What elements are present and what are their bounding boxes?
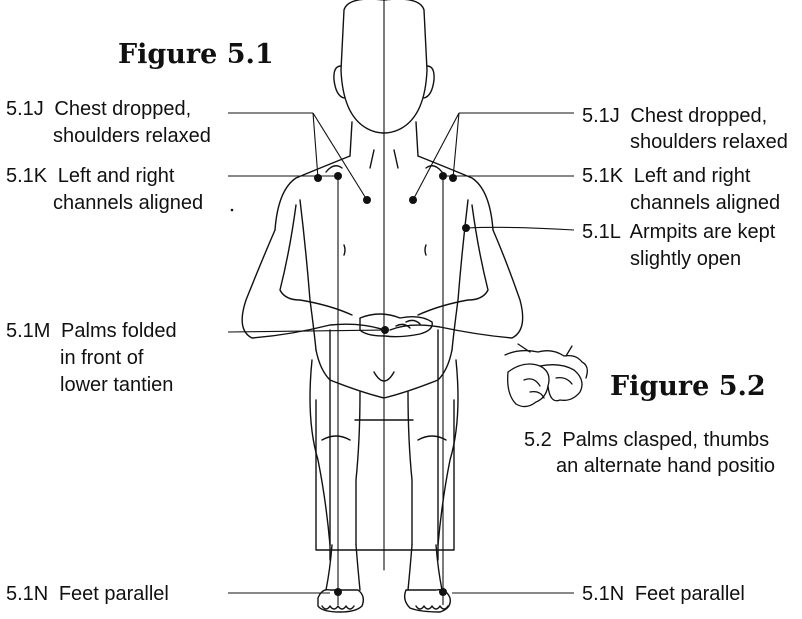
callout-5-1n-right: 5.1N Feet parallel (582, 583, 745, 605)
callout-code: 5.1K (6, 165, 48, 187)
callout-5-1j-left: 5.1J Chest dropped, shoulders relaxed (6, 98, 211, 147)
callout-code: 5.1M (6, 320, 50, 342)
seated-figure-drawing (242, 0, 523, 612)
dot-left-foot (334, 588, 342, 596)
callout-line-2: in front of (60, 347, 144, 369)
stray-dot (231, 209, 234, 212)
callout-line-1: Palms folded (61, 320, 177, 342)
clasped-hands-sketch (505, 344, 587, 407)
callout-line-1: Palms clasped, thumbs (562, 429, 769, 451)
callout-line-2: channels aligned (630, 192, 780, 214)
svg-text:5.1K Left and right: 5.1K Left and right (6, 165, 175, 187)
callout-line-1: Left and right (634, 165, 751, 187)
callout-code: 5.1N (6, 583, 48, 605)
leader-lines (228, 113, 574, 593)
callout-line-1: Chest dropped, (54, 98, 191, 120)
marker-dots (314, 172, 470, 596)
svg-text:5.1J Chest dropped,: 5.1J Chest dropped, (582, 105, 767, 127)
svg-text:5.1M Palms folded: 5.1M Palms folded (6, 320, 177, 342)
callout-code: 5.1K (582, 165, 624, 187)
callout-5-1n-left: 5.1N Feet parallel (6, 583, 169, 605)
callout-5-1l-right: 5.1L Armpits are kept slightly open (582, 221, 776, 270)
callout-code: 5.1N (582, 583, 624, 605)
callout-line-1: Feet parallel (59, 583, 169, 605)
callout-line-2: shoulders relaxed (53, 125, 211, 147)
svg-text:5.1N Feet parallel: 5.1N Feet parallel (6, 583, 169, 605)
callout-line-2: slightly open (630, 248, 741, 270)
callout-line-3: lower tantien (60, 374, 173, 396)
svg-text:5.2 Palms clasped, thumb: 5.2 Palms clasped, thumbs (524, 429, 769, 451)
callout-line-2: an alternate hand positio (556, 455, 775, 477)
channel-lines (338, 175, 443, 605)
svg-text:5.1J Chest dropped,: 5.1J Chest dropped, (6, 98, 191, 120)
callout-line-2: channels aligned (53, 192, 203, 214)
dot-right-foot (439, 588, 447, 596)
svg-text:5.1L Armpits are kept: 5.1L Armpits are kept (582, 221, 776, 243)
callout-5-1k-left: 5.1K Left and right channels aligned (6, 165, 203, 214)
callout-code: 5.1L (582, 221, 621, 243)
callout-5-1j-right: 5.1J Chest dropped, shoulders relaxed (582, 105, 788, 153)
callout-line-1: Feet parallel (635, 583, 745, 605)
callout-5-2-right: 5.2 Palms clasped, thumbs an alternate h… (524, 429, 775, 477)
svg-text:5.1N Feet parallel: 5.1N Feet parallel (582, 583, 745, 605)
figure-5-2-title: Figure 5.2 (610, 371, 766, 402)
callout-line-1: Chest dropped, (630, 105, 767, 127)
callout-code: 5.1J (582, 105, 620, 127)
svg-text:5.1K Left and right: 5.1K Left and right (582, 165, 751, 187)
callout-line-1: Armpits are kept (630, 221, 776, 243)
callout-code: 5.2 (524, 429, 552, 451)
callout-line-1: Left and right (58, 165, 175, 187)
figure-5-1-title: Figure 5.1 (118, 39, 274, 70)
callout-code: 5.1J (6, 98, 44, 120)
callout-5-1m-left: 5.1M Palms folded in front of lower tant… (6, 320, 177, 396)
callout-line-2: shoulders relaxed (630, 131, 788, 153)
callout-5-1k-right: 5.1K Left and right channels aligned (582, 165, 780, 214)
